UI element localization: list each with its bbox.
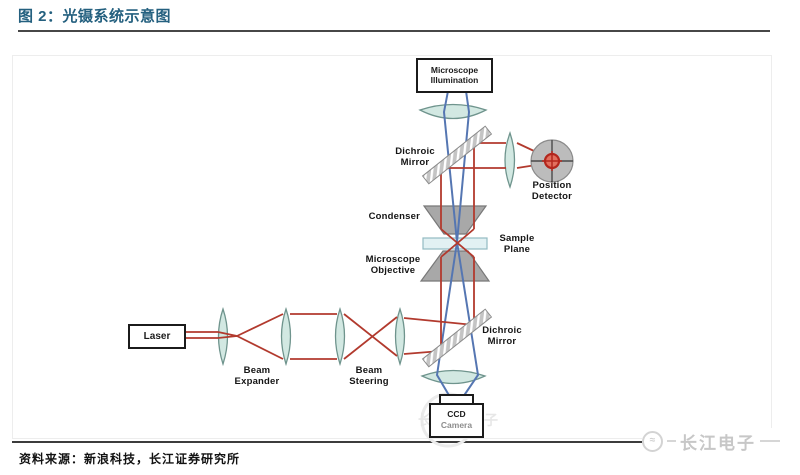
microscope-illumination-box: Microscope Illumination bbox=[416, 58, 493, 93]
sample-plane-slide bbox=[422, 237, 488, 250]
label-line: Mirror bbox=[400, 156, 430, 168]
detector-lens bbox=[504, 131, 516, 189]
illumination-label-line1: Microscope bbox=[430, 65, 479, 75]
laser-beam bbox=[186, 142, 567, 360]
ccd-camera-box: CCD Camera bbox=[429, 403, 484, 438]
position-detector bbox=[530, 139, 574, 183]
label-beam-steering: Beam Steering bbox=[339, 365, 399, 387]
ccd-label-line1: CCD bbox=[447, 409, 466, 419]
label-line: Sample bbox=[499, 233, 535, 244]
laser-box: Laser bbox=[128, 324, 186, 349]
label-line: Steering bbox=[349, 375, 389, 387]
label-dichroic-mirror-upper: Dichroic Mirror bbox=[385, 146, 445, 168]
illumination-lens bbox=[418, 103, 488, 120]
label-line: Objective bbox=[370, 264, 416, 276]
illumination-label-line2: Illumination bbox=[430, 75, 479, 85]
steering-lens-1 bbox=[334, 306, 346, 367]
changjiang-logo-icon: ≈ bbox=[642, 430, 663, 452]
diagram-frame bbox=[12, 55, 772, 439]
label-sample-plane: Sample Plane bbox=[493, 233, 541, 255]
label-line: Beam bbox=[355, 365, 383, 376]
dichroic-mirror-lower bbox=[421, 308, 493, 368]
label-line: Expander bbox=[234, 375, 280, 387]
label-line: Detector bbox=[531, 190, 573, 202]
label-condenser: Condenser bbox=[368, 211, 420, 222]
label-line: Beam bbox=[243, 365, 271, 376]
label-line: Dichroic bbox=[482, 325, 522, 336]
label-line: Position bbox=[532, 180, 572, 191]
steering-lens-2 bbox=[394, 306, 406, 367]
label-dichroic-mirror-lower: Dichroic Mirror bbox=[473, 325, 531, 347]
expander-lens-2 bbox=[280, 306, 292, 367]
label-microscope-objective: Microscope Objective bbox=[355, 254, 431, 276]
label-line: Dichroic bbox=[395, 146, 435, 157]
lens-group bbox=[217, 103, 516, 385]
label-position-detector: Position Detector bbox=[521, 180, 583, 202]
watermark-dash-right bbox=[760, 440, 780, 442]
objective-cone bbox=[419, 250, 491, 282]
figure-title: 图 2：光镊系统示意图 bbox=[18, 8, 172, 25]
label-line: Microscope bbox=[365, 254, 421, 265]
title-divider bbox=[18, 30, 770, 32]
brand-watermark: ≈ 长江电子 bbox=[642, 428, 794, 454]
label-beam-expander: Beam Expander bbox=[226, 365, 288, 387]
label-line: Mirror bbox=[487, 335, 517, 347]
source-note: 资料来源：新浪科技，长江证券研究所 bbox=[19, 452, 241, 466]
watermark-text: 长江电子 bbox=[680, 433, 756, 453]
ccd-label-line2: Camera bbox=[440, 420, 473, 430]
dichroic-mirror-upper bbox=[421, 125, 493, 185]
label-line: Plane bbox=[503, 243, 531, 255]
expander-lens-1 bbox=[217, 306, 229, 367]
footer-divider bbox=[12, 441, 770, 443]
watermark-dash-left bbox=[667, 440, 676, 442]
